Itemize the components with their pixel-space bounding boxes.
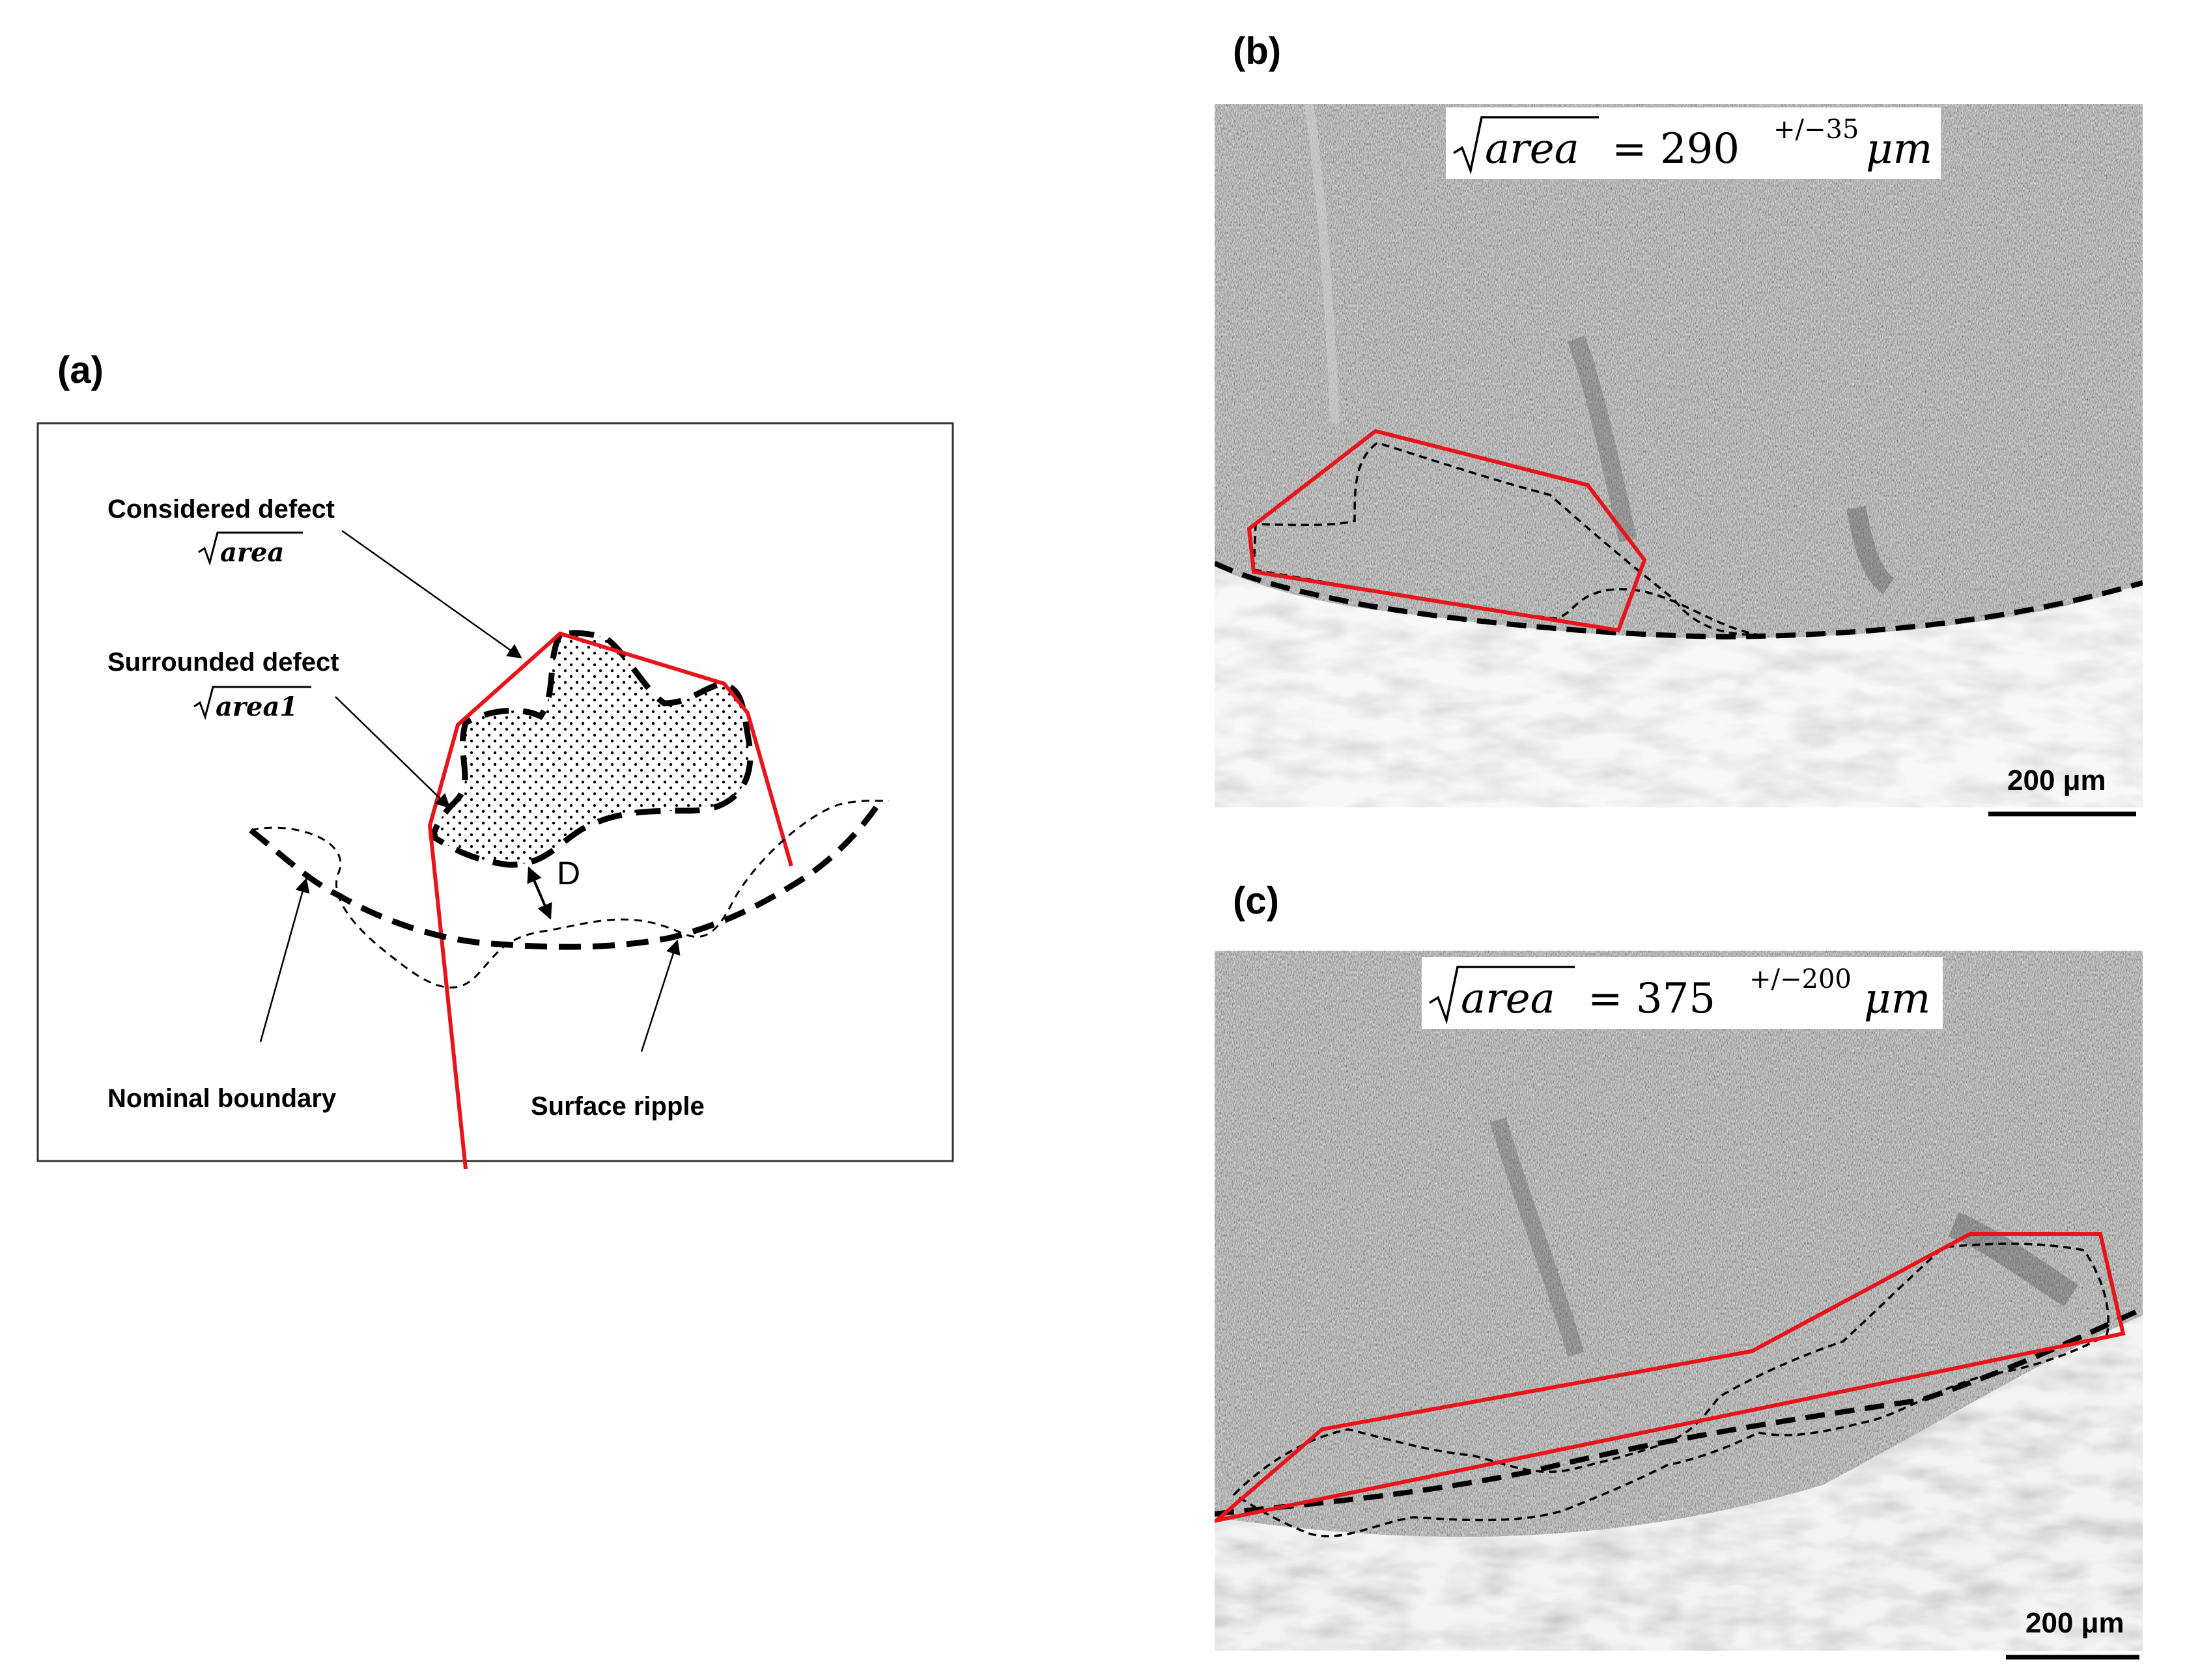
surrounded-defect-formula-text: area1	[216, 692, 298, 722]
formula-c-symbol: area	[1461, 975, 1555, 1023]
considered-defect-formula-text: area	[220, 537, 284, 568]
sem-b-boundary	[1215, 561, 2143, 640]
nominal-boundary-leader	[259, 877, 310, 1043]
panel-a: (a) D Considered defect area Surrounded …	[36, 349, 954, 1169]
sem-image-c	[1215, 951, 2143, 1651]
formula-b-tolerance: +/−35	[1773, 115, 1859, 145]
formula-box-b: area = 290 +/−35 μm	[1446, 107, 1941, 179]
formula-b-value: = 290	[1612, 125, 1740, 173]
surrounded-defect-region	[429, 630, 754, 868]
sem-c-considered-outline	[1215, 1232, 2126, 1523]
panel-b-label: (b)	[1233, 30, 1281, 72]
surrounded-defect-leader	[335, 696, 451, 809]
sem-b-considered-outline	[1247, 428, 1647, 633]
sem-image-b	[1215, 104, 2143, 807]
surface-ripple-leader	[640, 939, 681, 1052]
formula-c-tolerance: +/−200	[1749, 964, 1852, 994]
surface-ripple-label: Surface ripple	[531, 1092, 705, 1121]
formula-b-unit: μm	[1866, 125, 1932, 173]
considered-defect-leader	[341, 529, 522, 659]
scale-bar-c-label: 200 μm	[2025, 1607, 2124, 1639]
considered-defect-label: Considered defect	[107, 495, 335, 524]
formula-c-unit: μm	[1864, 975, 1930, 1023]
distance-arrow	[527, 866, 552, 920]
panel-a-label: (a)	[57, 349, 104, 391]
surrounded-defect-label: Surrounded defect	[107, 648, 339, 677]
formula-c-value: = 375	[1588, 975, 1715, 1023]
scale-bar-b-label: 200 μm	[2007, 764, 2106, 796]
sem-c-surrounded-outline	[1232, 1242, 2110, 1537]
formula-box-c: area = 375 +/−200 μm	[1422, 957, 1943, 1029]
panel-b: (b) area = 290 +/−35 μm	[1215, 30, 2143, 817]
considered-defect-outline	[427, 631, 793, 1169]
panel-c-label: (c)	[1233, 880, 1279, 922]
distance-label: D	[557, 855, 580, 891]
nominal-boundary-label: Nominal boundary	[107, 1084, 337, 1113]
panel-c: (c) area = 375 +/−200 μm	[1215, 880, 2143, 1660]
surface-ripple-line	[250, 800, 890, 989]
nominal-boundary-line	[249, 796, 885, 950]
sem-c-boundary	[1215, 1306, 2143, 1517]
considered-defect-formula: area	[198, 531, 303, 568]
surrounded-defect-formula: area1	[193, 686, 311, 722]
formula-b-symbol: area	[1485, 125, 1579, 173]
